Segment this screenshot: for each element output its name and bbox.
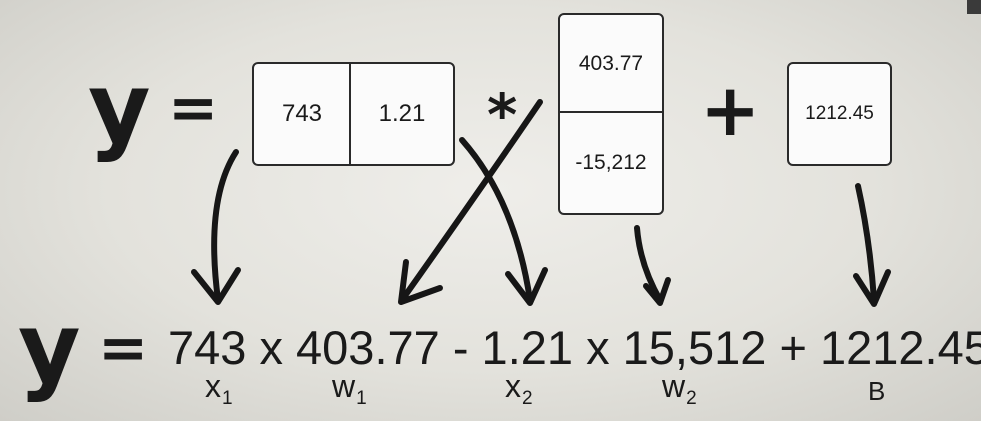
- w-vector-cell-2: -15,212: [558, 111, 664, 215]
- arrowhead-b: [853, 269, 891, 307]
- arrowhead-w1: [398, 259, 443, 305]
- label-w1: w1: [332, 368, 367, 409]
- label-x1: x1: [205, 368, 233, 409]
- bias-box: 1212.45: [787, 62, 892, 166]
- w-vector-value-1: 403.77: [578, 51, 644, 75]
- arrow-w2: [634, 225, 663, 303]
- expanded-expression: 743 x 403.77 - 1.21 x 15,512 + 1212.45: [168, 321, 981, 374]
- bias-value: 1212.45: [805, 103, 874, 124]
- w-vector-value-2: -15,212: [575, 151, 647, 174]
- top-equals-sign: =: [168, 73, 219, 143]
- corner-tab: [967, 0, 981, 14]
- x-vector-value-2: 1.21: [378, 100, 426, 127]
- x-vector-value-1: 743: [281, 100, 323, 127]
- arrowhead-w2: [643, 277, 671, 306]
- arrow-w1: [399, 99, 543, 303]
- arrow-x2: [459, 137, 533, 303]
- arrow-x1: [211, 149, 239, 303]
- arrowhead-x1: [191, 267, 241, 305]
- multiply-sign: *: [487, 81, 518, 149]
- top-y-label: y: [88, 52, 151, 164]
- arrowhead-x2: [505, 267, 548, 306]
- x-vector-cell-2: 1.21: [349, 62, 455, 166]
- label-w2: w2: [662, 368, 697, 409]
- label-x2: x2: [505, 368, 533, 409]
- w-vector-cell-1: 403.77: [558, 13, 664, 114]
- arrow-b: [855, 183, 877, 303]
- bottom-equals-sign: =: [98, 313, 149, 383]
- plus-sign: +: [700, 68, 761, 152]
- bottom-y-label: y: [18, 292, 81, 404]
- label-b: B: [868, 376, 886, 406]
